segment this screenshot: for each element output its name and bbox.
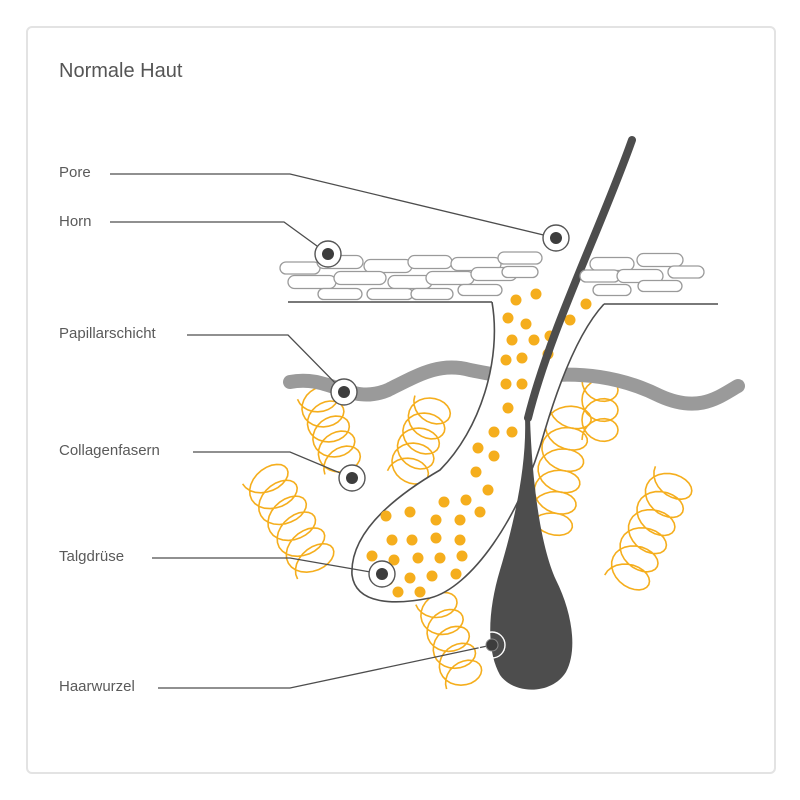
sebum-dot bbox=[412, 552, 424, 564]
sebum-dot bbox=[406, 534, 418, 546]
horn-cell bbox=[457, 283, 503, 297]
sebum-dot bbox=[488, 426, 500, 438]
sebum-dot bbox=[460, 494, 472, 506]
marker-haarwurzel bbox=[478, 631, 506, 659]
sebum-dot bbox=[386, 534, 398, 546]
sebum-dot bbox=[502, 312, 514, 324]
horn-cells bbox=[279, 251, 705, 301]
sebum-dot bbox=[430, 514, 442, 526]
sebum-dot bbox=[472, 442, 484, 454]
horn-cell bbox=[592, 283, 632, 297]
marker-papillarschicht bbox=[330, 378, 358, 406]
marker-pore bbox=[542, 224, 570, 252]
leader-talgdruese bbox=[152, 557, 383, 575]
leader-pore bbox=[110, 173, 557, 239]
marker-collagenfasern bbox=[338, 464, 366, 492]
sebum-dot bbox=[510, 294, 522, 306]
horn-cell bbox=[501, 265, 539, 279]
sebum-dot bbox=[506, 426, 518, 438]
horn-cell bbox=[333, 270, 387, 286]
collagen-coil bbox=[241, 463, 335, 580]
sebum-dot bbox=[438, 496, 450, 508]
collagen-coil bbox=[604, 466, 693, 591]
sebum-dot bbox=[500, 378, 512, 390]
label-talgdruese: Talgdrüse bbox=[59, 548, 125, 565]
sebum-dot bbox=[520, 318, 532, 330]
horn-cell bbox=[637, 279, 683, 293]
sebum-dot bbox=[470, 466, 482, 478]
sebum-dot bbox=[450, 568, 462, 580]
collagen-coil bbox=[386, 395, 452, 485]
leader-collagenfasern bbox=[193, 451, 353, 479]
diagram-title: Normale Haut bbox=[59, 60, 183, 82]
label-horn: Horn bbox=[59, 213, 92, 230]
sebum-dot bbox=[564, 314, 576, 326]
collagen-coil bbox=[415, 591, 483, 690]
marker-horn bbox=[314, 240, 342, 268]
collagen-coil bbox=[296, 385, 362, 475]
sebum-dot bbox=[380, 510, 392, 522]
hair-root-bulb bbox=[490, 418, 573, 690]
sebum-dot bbox=[516, 352, 528, 364]
collagen-coil bbox=[581, 377, 619, 443]
horn-cell bbox=[363, 258, 413, 274]
sebum-dot bbox=[426, 570, 438, 582]
sebum-dot bbox=[434, 552, 446, 564]
horn-cell bbox=[287, 274, 337, 290]
horn-cell bbox=[425, 270, 475, 286]
horn-cell bbox=[636, 252, 684, 268]
leader-papillarschicht bbox=[187, 334, 345, 393]
sebum-dot bbox=[474, 506, 486, 518]
label-haarwurzel: Haarwurzel bbox=[59, 678, 135, 695]
sebum-dot bbox=[392, 586, 404, 598]
horn-cell bbox=[579, 269, 621, 283]
sebum-dot bbox=[528, 334, 540, 346]
horn-cell bbox=[667, 265, 705, 279]
sebum-dot bbox=[502, 402, 514, 414]
sebum-dot bbox=[506, 334, 518, 346]
sebum-dot bbox=[404, 506, 416, 518]
horn-cell bbox=[589, 256, 635, 272]
sebum-dot bbox=[516, 378, 528, 390]
collagen-fibers bbox=[241, 377, 693, 690]
sebum-dot bbox=[404, 572, 416, 584]
horn-cell bbox=[410, 287, 454, 301]
horn-cell bbox=[279, 261, 321, 275]
diagram-card bbox=[26, 26, 776, 774]
hair-shaft bbox=[524, 136, 636, 422]
sebum-dot bbox=[580, 298, 592, 310]
sebum-dot bbox=[456, 550, 468, 562]
leader-haarwurzel bbox=[158, 644, 493, 689]
horn-cell bbox=[407, 254, 453, 270]
sebum-dot bbox=[430, 532, 442, 544]
sebum-dot bbox=[488, 450, 500, 462]
marker-talgdruese bbox=[368, 560, 396, 588]
horn-cell bbox=[497, 251, 543, 265]
leader-horn bbox=[110, 221, 329, 255]
sebum-dot bbox=[500, 354, 512, 366]
label-papillarschicht: Papillarschicht bbox=[59, 325, 156, 342]
sebum-dot bbox=[482, 484, 494, 496]
horn-cell bbox=[317, 287, 363, 301]
horn-cell bbox=[366, 287, 414, 301]
sebum-dot bbox=[530, 288, 542, 300]
label-pore: Pore bbox=[59, 164, 91, 181]
label-collagenfasern: Collagenfasern bbox=[59, 442, 160, 459]
sebum-dot bbox=[454, 534, 466, 546]
sebum-dot bbox=[388, 554, 400, 566]
sebum-dot bbox=[414, 586, 426, 598]
sebum-dot bbox=[366, 550, 378, 562]
sebum-dot bbox=[454, 514, 466, 526]
